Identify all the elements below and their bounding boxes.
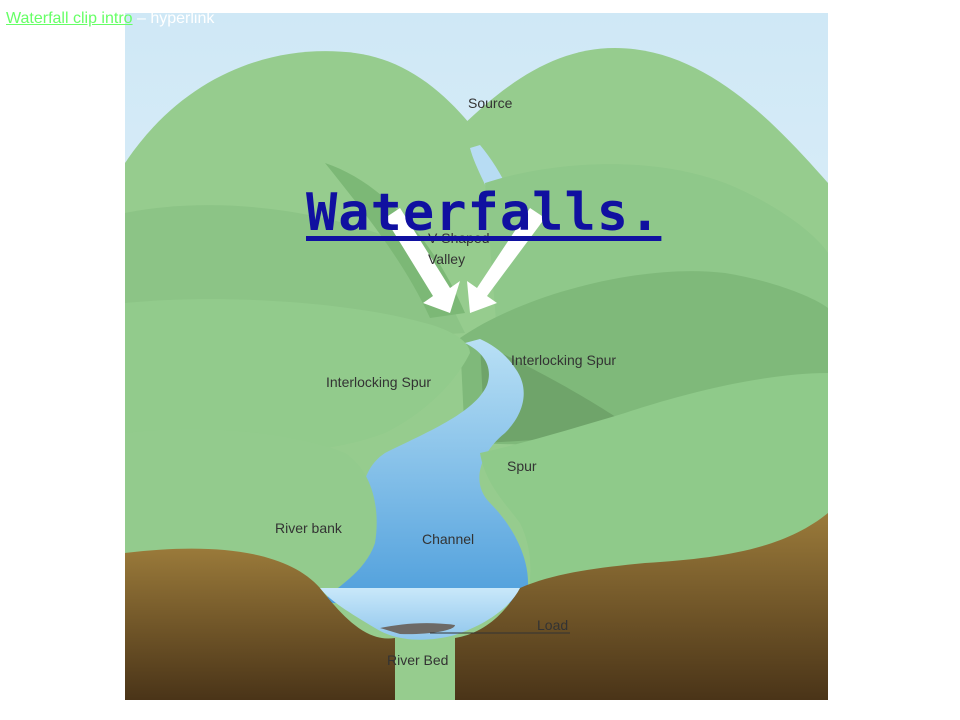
earth-right <box>455 513 828 700</box>
load-sediment <box>380 623 455 635</box>
down-arrow-icon <box>385 208 545 313</box>
hyperlink-suffix: – hyperlink <box>132 10 215 27</box>
interlocking-spur-left-shape <box>125 299 470 453</box>
slide-title: Waterfalls. <box>306 183 662 243</box>
river-bed-water <box>320 588 520 640</box>
earth-left <box>125 548 395 700</box>
river-valley-diagram: Source V-Shaped Valley Interlocking Spur… <box>125 13 828 700</box>
hyperlink-line: Waterfall clip intro – hyperlink <box>6 10 214 28</box>
spur-lower-right <box>480 373 828 603</box>
spur-right-dark <box>480 343 645 443</box>
label-river-bank: River bank <box>275 520 343 536</box>
label-v-shaped-1: V-Shaped <box>428 230 490 246</box>
label-channel: Channel <box>422 531 474 547</box>
label-load: Load <box>537 617 568 633</box>
waterfall-clip-link[interactable]: Waterfall clip intro <box>6 10 133 27</box>
label-river-bed: River Bed <box>387 652 448 668</box>
label-source: Source <box>468 95 513 111</box>
label-interlocking-spur-left: Interlocking Spur <box>326 374 431 390</box>
label-spur: Spur <box>507 458 537 474</box>
label-v-shaped-2: Valley <box>428 251 465 267</box>
label-interlocking-spur-right: Interlocking Spur <box>511 352 616 368</box>
